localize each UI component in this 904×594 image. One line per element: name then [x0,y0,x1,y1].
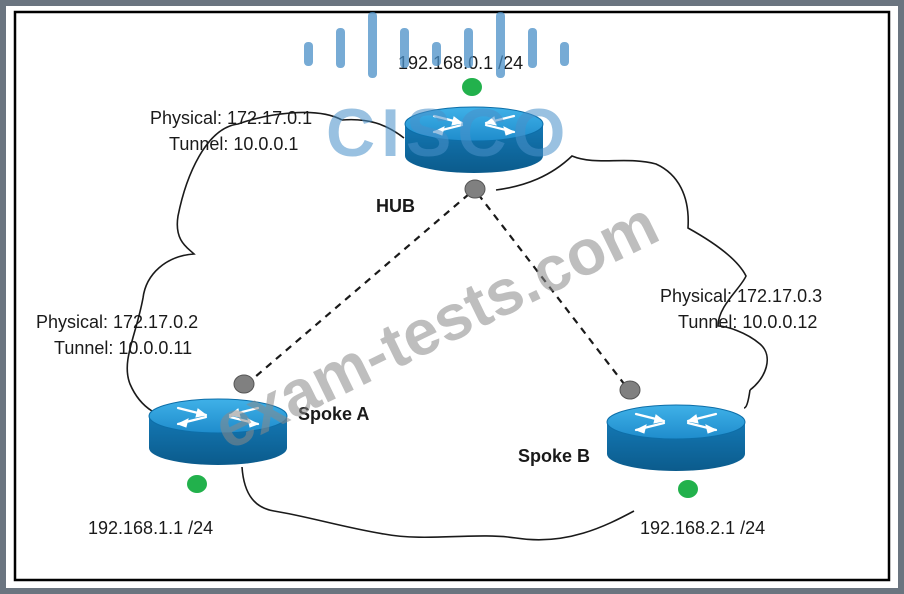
spoke-b-tunnel-label: Tunnel: 10.0.0.12 [678,312,817,332]
network-diagram: 192.168.0.1 /24 Physical: 172.17.0.1 Tun… [13,10,891,582]
hub-tunnel-label: Tunnel: 10.0.0.1 [169,134,298,154]
spoke-b-label-connector [743,389,751,409]
spoke-b-lan-label: 192.168.2.1 /24 [640,518,765,538]
hub-lan-label: 192.168.0.1 /24 [398,53,523,73]
cloud-outline [126,111,769,541]
cisco-watermark-logo: CISCO [304,12,571,171]
spoke-a-lan-label: 192.168.1.1 /24 [88,518,213,538]
hub-lan-dot [462,78,482,96]
cisco-watermark-text: CISCO [326,95,571,171]
spoke-b-tunnel-dot [619,380,641,400]
tunnel-link-hub-spoke-b [477,193,629,390]
spoke-a-lan-dot [187,475,207,493]
diagram-canvas: 192.168.0.1 /24 Physical: 172.17.0.1 Tun… [6,6,898,588]
spoke-b-router-icon [605,403,747,473]
hub-tunnel-dot [464,179,486,199]
hub-label-connector [341,118,405,139]
spoke-a-tunnel-dot [233,374,255,394]
spoke-a-name-label: Spoke A [298,404,369,424]
spoke-b-name-label: Spoke B [518,446,590,466]
spoke-b-lan-dot [678,480,698,498]
spoke-b-physical-label: Physical: 172.17.0.3 [660,286,822,306]
spoke-a-physical-label: Physical: 172.17.0.2 [36,312,198,332]
site-watermark-text: exam-tests.com [203,187,669,464]
spoke-a-tunnel-label: Tunnel: 10.0.0.11 [54,338,192,358]
tunnel-link-hub-spoke-a [247,193,470,384]
hub-physical-label: Physical: 172.17.0.1 [150,108,312,128]
hub-name-label: HUB [376,196,415,216]
diagram-frame [13,10,891,582]
